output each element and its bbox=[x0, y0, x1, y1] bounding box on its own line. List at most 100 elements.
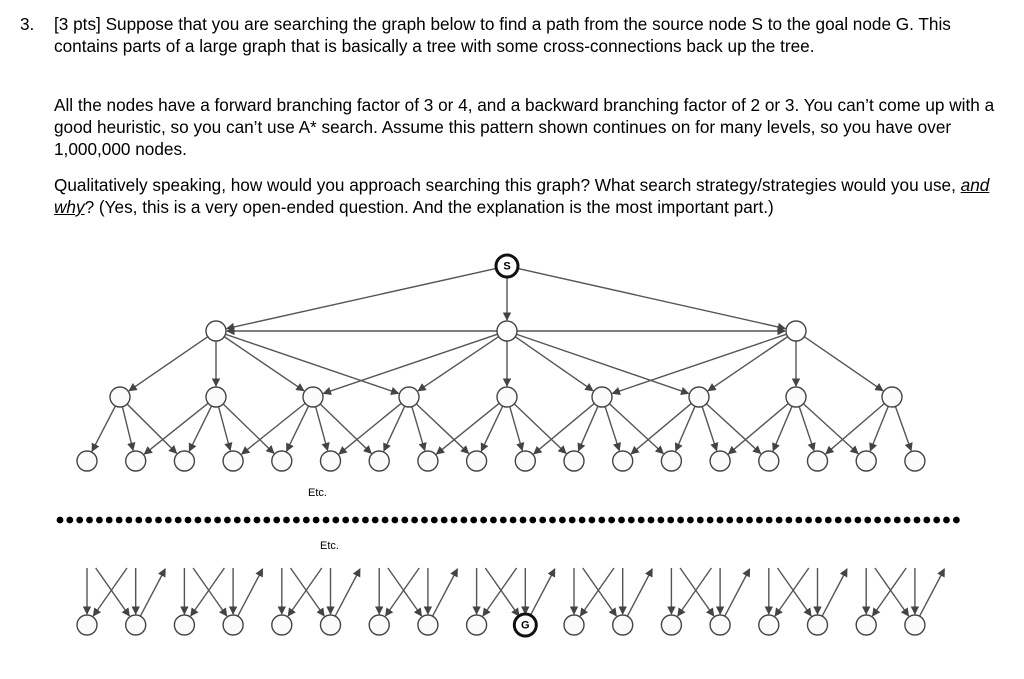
separator-dot bbox=[371, 516, 379, 524]
separator-dot bbox=[559, 516, 566, 524]
separator-dot bbox=[155, 516, 162, 524]
edge-level2-to-level3 bbox=[217, 406, 233, 452]
graph-node bbox=[660, 450, 683, 472]
graph-node bbox=[465, 450, 488, 472]
separator-dot bbox=[421, 516, 428, 524]
separator-dot bbox=[174, 516, 182, 524]
separator-dot bbox=[578, 516, 586, 524]
separator-dot bbox=[824, 516, 832, 524]
edge-level2-to-level3 bbox=[798, 406, 816, 452]
edge-lower-level-upward bbox=[139, 568, 166, 617]
edge-source-to-level1 bbox=[225, 267, 497, 332]
separator-dot bbox=[529, 516, 537, 524]
edge-lower-level bbox=[579, 567, 615, 617]
separator-dot bbox=[342, 516, 350, 524]
edge-level2-to-level3 bbox=[802, 403, 859, 455]
separator-dot bbox=[450, 516, 458, 524]
separator-dot bbox=[736, 516, 744, 524]
goal-node-label: G bbox=[521, 620, 530, 632]
graph-node bbox=[785, 386, 807, 408]
graph-node bbox=[612, 614, 634, 636]
separator-dot bbox=[647, 516, 655, 524]
edge-lower-level-upward bbox=[334, 568, 361, 617]
prompt-emphasis: and why bbox=[54, 175, 990, 217]
edge-level2-to-level3 bbox=[319, 403, 372, 454]
graph-node bbox=[785, 320, 807, 342]
edge-level2-to-level3 bbox=[241, 402, 306, 455]
separator-dot bbox=[135, 516, 143, 524]
edge-level2-to-level3 bbox=[705, 403, 762, 455]
edge-lower-level bbox=[482, 567, 518, 617]
separator-dot bbox=[105, 516, 113, 524]
separator-dot bbox=[480, 516, 487, 524]
separator-dot bbox=[854, 516, 862, 524]
graph-node bbox=[806, 450, 829, 472]
graph-node bbox=[806, 614, 829, 636]
question-number: 3. bbox=[20, 14, 35, 34]
edge-level1-to-level2 bbox=[611, 333, 787, 395]
separator-dot bbox=[56, 516, 64, 524]
edge-level2-to-level3 bbox=[674, 405, 696, 452]
separator-dot bbox=[115, 516, 123, 524]
edge-lower-level bbox=[387, 567, 423, 617]
graph-node bbox=[319, 614, 342, 636]
separator-dot bbox=[293, 516, 300, 524]
separator-dot bbox=[490, 516, 497, 524]
graph-node bbox=[563, 614, 585, 636]
edge-lower-level-upward bbox=[724, 568, 751, 617]
graph-node bbox=[758, 450, 780, 472]
edge-level2-to-level3 bbox=[604, 406, 621, 452]
source-node bbox=[494, 253, 520, 279]
separator-dot bbox=[765, 516, 773, 524]
graph-node bbox=[368, 614, 390, 636]
separator-dot bbox=[332, 516, 340, 524]
graph-node bbox=[612, 450, 634, 472]
graph-node bbox=[271, 614, 293, 636]
separator-dot bbox=[687, 516, 694, 524]
edge-level2-to-level3 bbox=[285, 405, 310, 452]
edge-lower-level-upward bbox=[529, 568, 556, 617]
graph-node bbox=[76, 614, 98, 636]
separator-dot bbox=[391, 516, 399, 524]
separator-dot bbox=[164, 516, 172, 524]
separator-dot bbox=[627, 516, 635, 524]
edge-lower-level bbox=[679, 567, 715, 617]
separator-dot bbox=[86, 516, 93, 524]
separator-dot bbox=[903, 516, 911, 524]
edge-level1-to-level2 bbox=[128, 336, 209, 392]
separator-dot bbox=[539, 516, 547, 524]
separator-dot bbox=[637, 516, 645, 524]
graph-node bbox=[205, 320, 227, 342]
source-node-label: S bbox=[503, 261, 510, 273]
separator-dot bbox=[145, 516, 153, 524]
graph-node bbox=[222, 614, 244, 636]
graph-node bbox=[173, 450, 196, 472]
edge-lower-level bbox=[95, 567, 130, 617]
separator-dot bbox=[913, 516, 921, 524]
graph-node bbox=[688, 386, 710, 408]
separator-dot bbox=[381, 516, 389, 524]
graph-nodes: SG bbox=[76, 253, 926, 638]
edge-level1-to-level2 bbox=[707, 336, 789, 392]
separator-dot bbox=[204, 516, 212, 524]
edge-level2-to-level3 bbox=[869, 406, 889, 452]
edge-level2-to-level3 bbox=[411, 406, 427, 452]
graph-edges bbox=[82, 267, 946, 617]
edge-level2-to-level3 bbox=[222, 403, 275, 454]
etc-label-upper: Etc. bbox=[308, 487, 327, 499]
separator-dot bbox=[430, 516, 438, 524]
edge-lower-level bbox=[192, 567, 228, 617]
separator-dot bbox=[746, 516, 753, 524]
edge-level2-to-level3 bbox=[91, 405, 117, 452]
separator-dot bbox=[815, 516, 822, 524]
separator-dot bbox=[411, 516, 418, 524]
goal-node bbox=[512, 612, 538, 638]
separator-dot bbox=[943, 516, 950, 524]
question-intro: [3 pts] Suppose that you are searching t… bbox=[54, 14, 951, 56]
separator-dot bbox=[322, 516, 330, 524]
edge-lower-level-upward bbox=[821, 568, 848, 617]
edge-lower-level bbox=[874, 567, 910, 617]
graph-node bbox=[709, 614, 731, 636]
edge-level2-to-level3 bbox=[143, 402, 209, 455]
edge-lower-level bbox=[776, 567, 812, 617]
